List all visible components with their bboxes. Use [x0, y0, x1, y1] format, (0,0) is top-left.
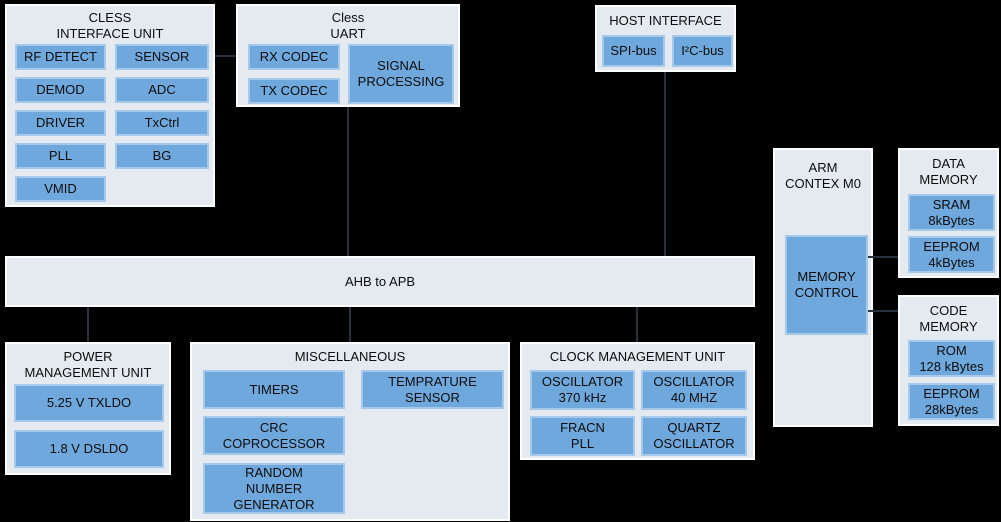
- panel-miscellaneous: MISCELLANEOUS TIMERS TEMPRATURE SENSOR C…: [190, 342, 510, 521]
- block-rx-codec: RX CODEC: [248, 44, 340, 70]
- panel-cless-uart: Cless UART RX CODEC TX CODEC SIGNAL PROC…: [236, 4, 460, 107]
- block-dsldo: 1.8 V DSLDO: [14, 430, 164, 468]
- block-txldo: 5.25 V TXLDO: [14, 384, 164, 422]
- panel-code-memory: CODE MEMORY ROM 128 kBytes EEPROM 28kByt…: [898, 295, 999, 426]
- panel-cless-title: CLESS INTERFACE UNIT: [56, 10, 164, 41]
- panel-data-memory-title: DATA MEMORY: [919, 156, 978, 187]
- block-timers: TIMERS: [203, 370, 345, 409]
- block-txctrl: TxCtrl: [115, 110, 209, 136]
- panel-misc-title: MISCELLANEOUS: [294, 349, 406, 364]
- block-random-number-generator: RANDOM NUMBER GENERATOR: [203, 463, 345, 514]
- block-eeprom-28k: EEPROM 28kBytes: [908, 383, 995, 420]
- block-oscillator-40mhz: OSCILLATOR 40 MHZ: [641, 370, 747, 410]
- block-fracn-pll: FRACN PLL: [530, 416, 635, 456]
- panel-arm-title: ARM CONTEX M0: [785, 160, 861, 191]
- block-rf-detect: RF DETECT: [15, 44, 106, 70]
- block-eeprom-4k: EEPROM 4kBytes: [908, 236, 995, 273]
- block-rom: ROM 128 kBytes: [908, 340, 995, 377]
- connector-host-to-ahb: [664, 72, 666, 256]
- block-demod: DEMOD: [15, 77, 106, 103]
- panel-clock-title: CLOCK MANAGEMENT UNIT: [549, 349, 726, 364]
- panel-cless-interface-unit: CLESS INTERFACE UNIT RF DETECT SENSOR DE…: [5, 4, 215, 207]
- panel-power-title: POWER MANAGEMENT UNIT: [24, 349, 152, 380]
- block-oscillator-370khz: OSCILLATOR 370 kHz: [530, 370, 635, 410]
- block-tx-codec: TX CODEC: [248, 78, 340, 104]
- connector-ahb-to-misc: [349, 307, 351, 342]
- block-sram: SRAM 8kBytes: [908, 194, 995, 231]
- panel-power-management-unit: POWER MANAGEMENT UNIT 5.25 V TXLDO 1.8 V…: [5, 342, 171, 475]
- block-temprature-sensor: TEMPRATURE SENSOR: [361, 370, 504, 409]
- connector-ahb-to-clock: [636, 307, 638, 342]
- block-memory-control: MEMORY CONTROL: [785, 235, 868, 335]
- block-i2c-bus: I²C-bus: [672, 35, 733, 67]
- block-driver: DRIVER: [15, 110, 106, 136]
- block-sensor: SENSOR: [115, 44, 209, 70]
- connector-cless-to-uart: [215, 55, 236, 57]
- panel-host-interface: HOST INTERFACE SPI-bus I²C-bus: [595, 5, 736, 72]
- panel-host-title: HOST INTERFACE: [609, 13, 722, 28]
- block-bg: BG: [115, 143, 209, 169]
- connector-memctl-to-data-memory: [868, 256, 898, 258]
- bus-ahb-to-apb: AHB to APB: [5, 256, 755, 307]
- block-signal-processing: SIGNAL PROCESSING: [348, 44, 454, 104]
- block-spi-bus: SPI-bus: [602, 35, 665, 67]
- block-quartz-oscillator: QUARTZ OSCILLATOR: [641, 416, 747, 456]
- panel-data-memory: DATA MEMORY SRAM 8kBytes EEPROM 4kBytes: [898, 148, 999, 278]
- connector-ahb-to-power: [87, 307, 89, 342]
- block-crc-coprocessor: CRC COPROCESSOR: [203, 416, 345, 455]
- panel-arm-contex-m0: ARM CONTEX M0 MEMORY CONTROL: [773, 148, 873, 427]
- block-adc: ADC: [115, 77, 209, 103]
- panel-code-memory-title: CODE MEMORY: [919, 303, 978, 334]
- block-pll: PLL: [15, 143, 106, 169]
- block-vmid: VMID: [15, 176, 106, 202]
- connector-memctl-to-code-memory: [868, 310, 898, 312]
- panel-uart-title: Cless UART: [330, 10, 366, 41]
- connector-uart-to-ahb: [347, 107, 349, 256]
- panel-clock-management-unit: CLOCK MANAGEMENT UNIT OSCILLATOR 370 kHz…: [520, 342, 755, 460]
